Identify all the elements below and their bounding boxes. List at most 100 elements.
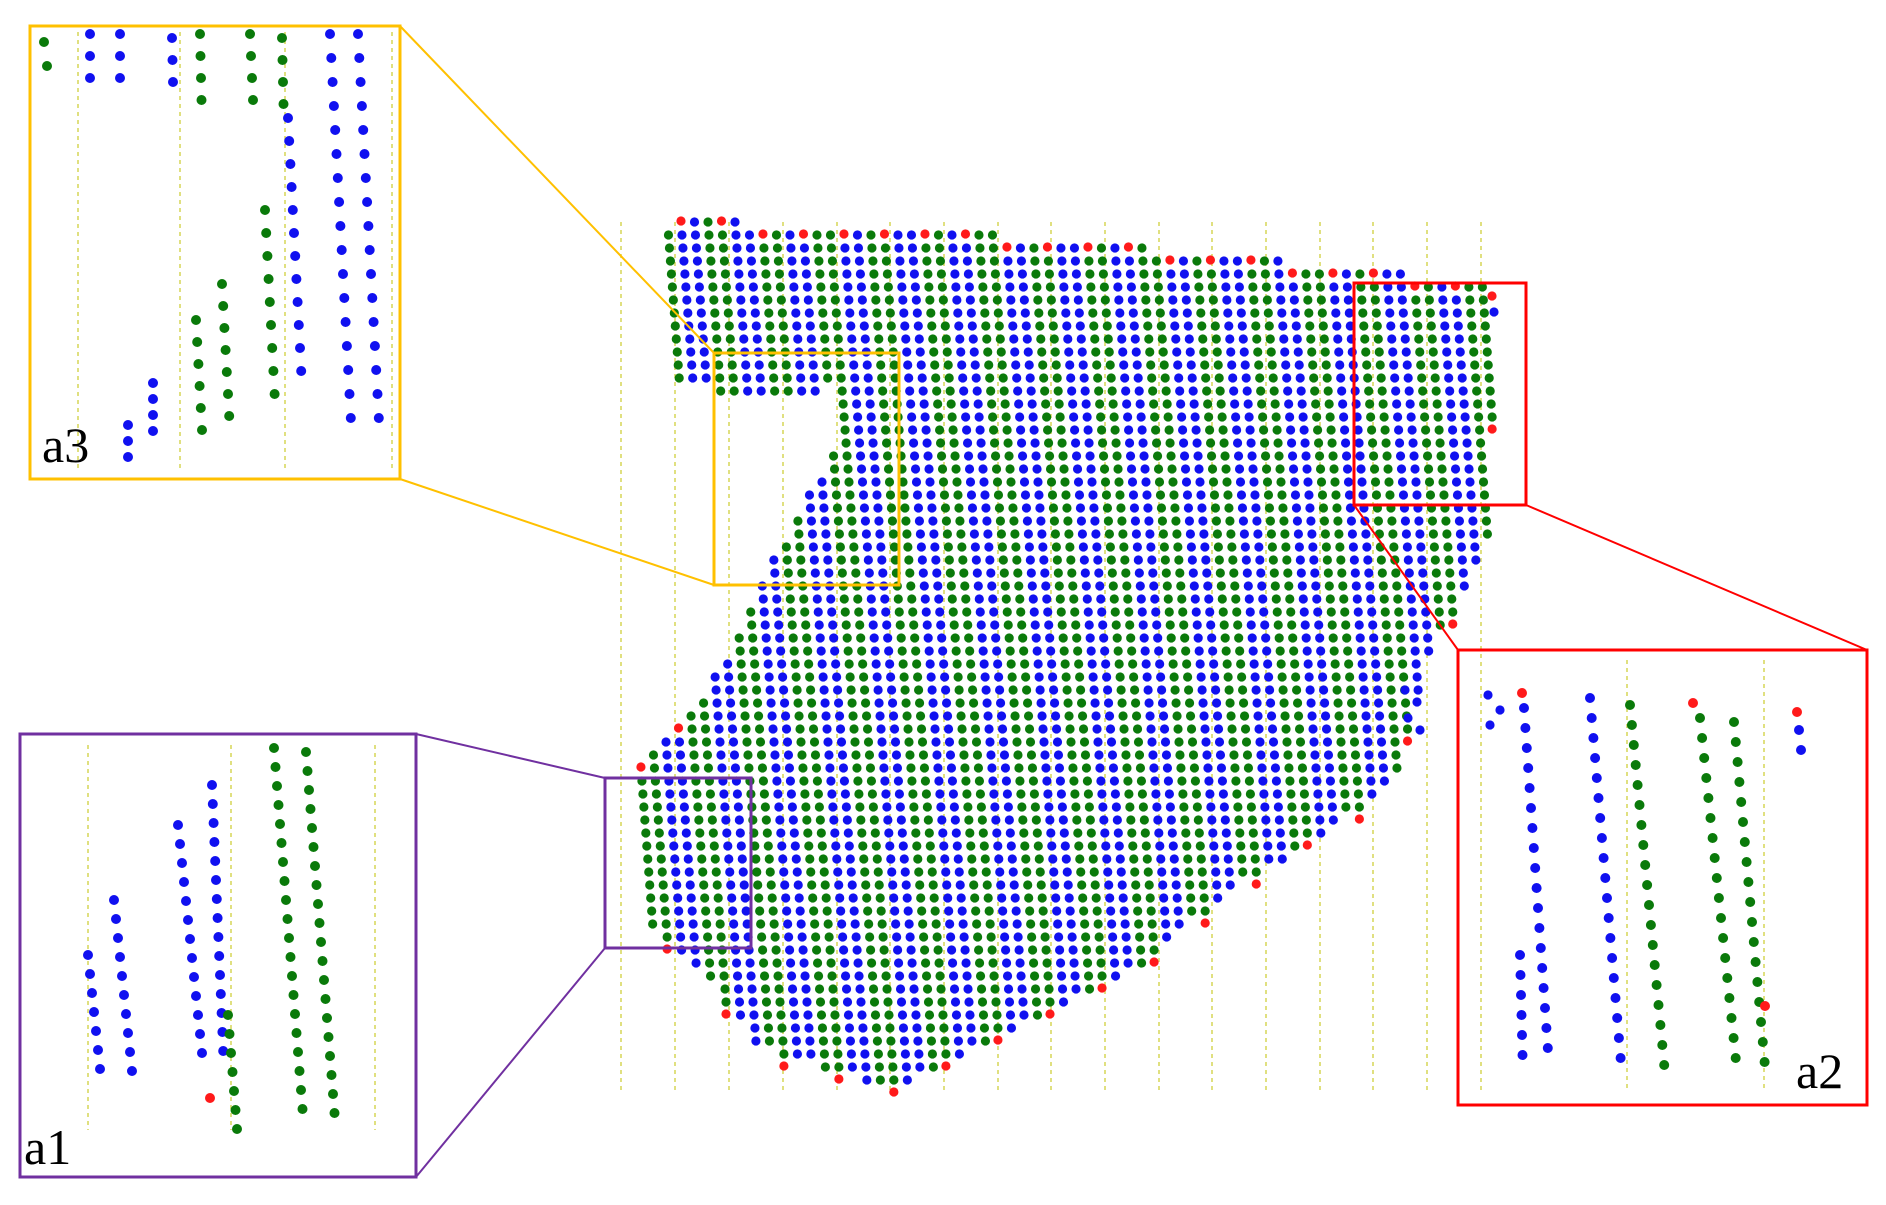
row-dot xyxy=(929,711,939,721)
row-dot xyxy=(1133,737,1144,747)
row-dot xyxy=(941,685,951,695)
row-dot xyxy=(325,1051,335,1061)
row-dot xyxy=(1274,633,1284,643)
row-dot xyxy=(791,672,801,682)
row-dot xyxy=(813,789,824,799)
row-dot xyxy=(1189,581,1199,591)
row-dot xyxy=(1713,893,1724,903)
row-dot xyxy=(1141,477,1151,487)
row-dot xyxy=(809,373,819,383)
row-dot xyxy=(1317,659,1327,669)
row-dot xyxy=(1001,945,1011,955)
row-dot xyxy=(1326,425,1336,435)
row-dot xyxy=(1233,620,1243,630)
row-dot xyxy=(1495,705,1505,715)
row-dot xyxy=(810,919,820,929)
row-dot xyxy=(936,984,946,994)
row-dot xyxy=(649,763,660,773)
row-dot xyxy=(799,776,809,786)
row-dot xyxy=(868,984,879,994)
row-dot xyxy=(277,55,288,65)
row-dot xyxy=(894,243,904,253)
row-dot xyxy=(709,295,719,305)
row-dot xyxy=(797,750,807,760)
row-dot xyxy=(678,243,688,253)
row-dot xyxy=(1326,789,1336,799)
row-dot xyxy=(734,815,744,825)
row-dot xyxy=(1051,724,1062,734)
row-dot xyxy=(1291,321,1301,331)
row-dot xyxy=(1625,700,1635,710)
row-dot xyxy=(1593,793,1604,803)
row-dot xyxy=(941,698,952,708)
row-dot xyxy=(1054,399,1064,409)
row-dot xyxy=(1457,555,1467,565)
row-dot xyxy=(1081,763,1092,773)
row-dot xyxy=(1162,932,1172,942)
row-dot xyxy=(1180,282,1190,292)
row-dot xyxy=(1017,451,1028,461)
row-dot xyxy=(936,620,946,630)
row-dot xyxy=(1126,464,1137,474)
row-dot xyxy=(1041,763,1051,773)
row-dot xyxy=(1056,243,1066,253)
row-dot xyxy=(1346,698,1357,708)
row-dot xyxy=(1088,490,1098,500)
row-dot xyxy=(1088,854,1098,864)
row-dot xyxy=(1113,646,1123,656)
row-dot xyxy=(1478,477,1489,487)
row-dot xyxy=(681,828,691,838)
row-dot xyxy=(1354,438,1364,448)
row-dot xyxy=(1286,607,1296,617)
row-dot xyxy=(959,932,969,942)
row-dot xyxy=(853,776,863,786)
row-dot xyxy=(880,594,890,604)
row-dot xyxy=(1110,243,1120,253)
row-dot xyxy=(1373,516,1384,526)
row-dot xyxy=(847,698,857,708)
row-dot xyxy=(1141,659,1151,669)
row-dot xyxy=(1067,750,1077,760)
row-dot xyxy=(1183,854,1193,864)
inset-a2-panel: a2 xyxy=(1515,660,1843,1099)
row-dot xyxy=(1003,620,1013,630)
row-dot xyxy=(1475,425,1485,435)
row-dot xyxy=(793,516,803,526)
row-dot xyxy=(890,906,900,916)
row-dot xyxy=(296,366,307,376)
row-dot xyxy=(1172,711,1182,721)
row-dot xyxy=(1092,724,1102,734)
row-dot xyxy=(1288,815,1298,825)
row-dot xyxy=(195,51,206,61)
row-dot xyxy=(828,620,838,630)
row-dot xyxy=(1442,529,1452,539)
row-dot xyxy=(1072,464,1083,474)
row-dot xyxy=(927,503,937,513)
row-dot xyxy=(1278,503,1288,513)
row-dot xyxy=(1123,412,1133,422)
row-dot xyxy=(786,789,797,799)
row-dot xyxy=(1709,853,1720,863)
row-dot xyxy=(1297,581,1307,591)
row-dot xyxy=(762,1010,773,1020)
row-dot xyxy=(886,854,896,864)
row-dot xyxy=(828,451,839,461)
row-dot xyxy=(881,789,891,799)
row-dot xyxy=(1137,425,1147,435)
row-dot xyxy=(821,711,831,721)
row-dot xyxy=(1402,724,1413,734)
row-dot xyxy=(1252,698,1262,708)
row-dot xyxy=(1012,919,1022,929)
row-dot xyxy=(894,789,905,799)
row-dot xyxy=(830,1010,840,1020)
row-dot xyxy=(1020,490,1031,500)
row-dot xyxy=(732,789,743,799)
row-dot xyxy=(841,802,851,812)
row-dot xyxy=(1477,464,1488,474)
row-dot xyxy=(1337,386,1347,396)
row-dot xyxy=(750,659,760,669)
row-dot xyxy=(777,308,787,318)
row-dot xyxy=(827,971,837,981)
row-dot xyxy=(803,1010,813,1020)
row-dot xyxy=(1342,282,1352,292)
